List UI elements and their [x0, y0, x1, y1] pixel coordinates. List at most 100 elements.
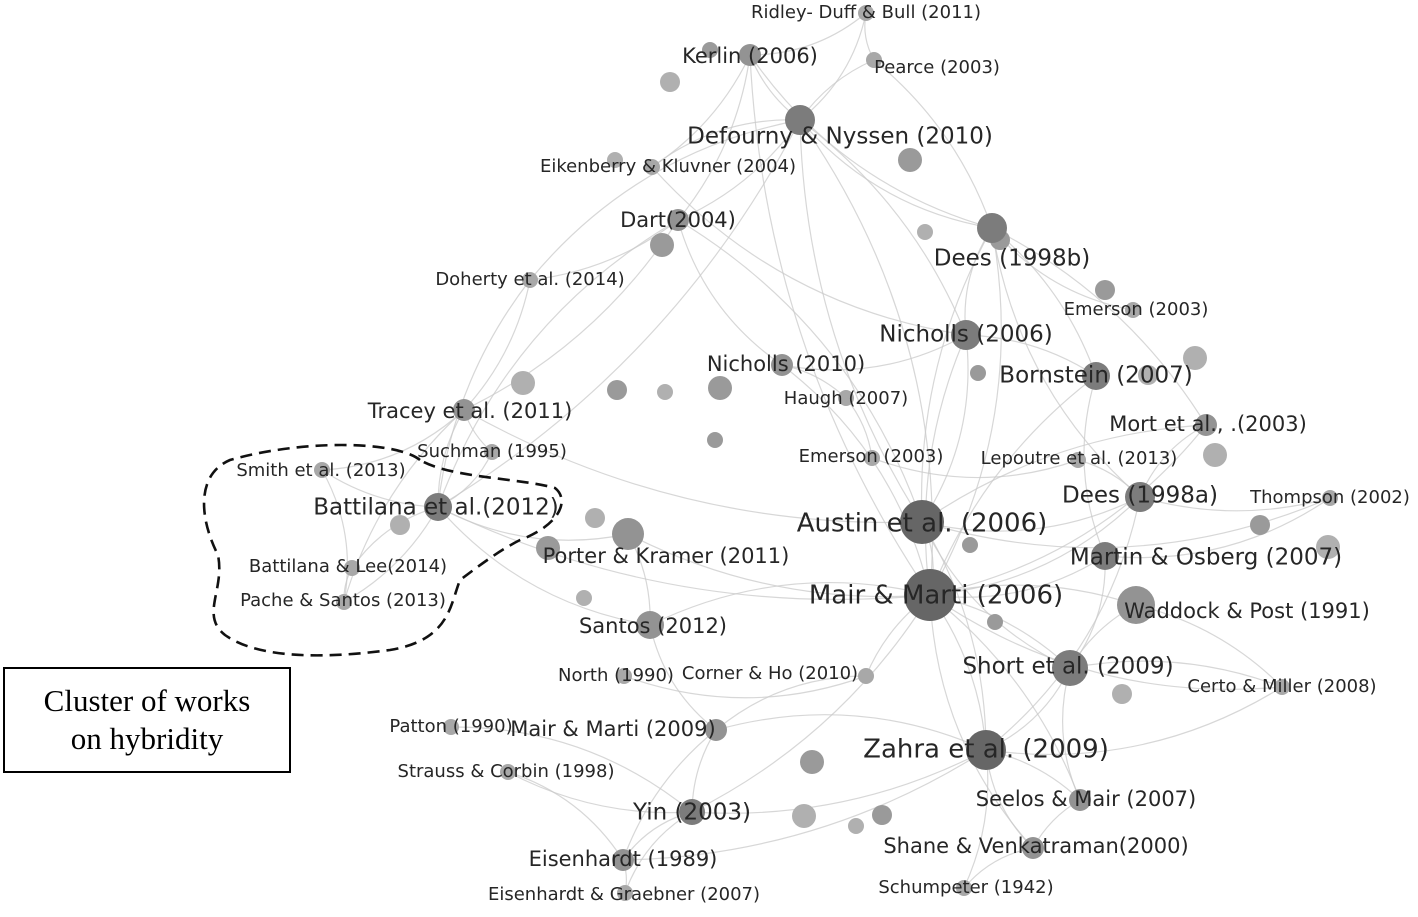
node-doherty[interactable] — [522, 272, 538, 288]
node-eisenhardt89[interactable] — [612, 849, 634, 871]
unlabeled-node — [962, 537, 978, 553]
node-short[interactable] — [1052, 650, 1088, 686]
node-yin[interactable] — [679, 799, 705, 825]
node-tracey[interactable] — [453, 399, 475, 421]
node-santos[interactable] — [636, 611, 664, 639]
unlabeled-node — [536, 536, 560, 560]
edge-mair06-battilana12 — [437, 506, 931, 601]
unlabeled-node — [576, 590, 592, 606]
unlabeled-node — [872, 805, 892, 825]
edge-defourny-dees98b — [799, 119, 993, 229]
node-schumpeter[interactable] — [956, 880, 972, 896]
node-north[interactable] — [616, 668, 632, 684]
node-dees98a[interactable] — [1125, 482, 1155, 512]
unlabeled-node — [1183, 346, 1207, 370]
node-pearce[interactable] — [866, 52, 882, 68]
node-nicholls10[interactable] — [771, 354, 793, 376]
edge-zahra-dees98a — [985, 496, 1141, 751]
hybridity-cluster-outline — [202, 443, 563, 657]
node-shane[interactable] — [1022, 837, 1044, 859]
edge-doherty-tracey — [463, 279, 531, 411]
edge-eisenhardt89-mair09 — [622, 729, 717, 861]
node-nicholls06[interactable] — [951, 320, 981, 350]
unlabeled-node — [848, 818, 864, 834]
unlabeled-node — [898, 148, 922, 172]
node-battilanalee[interactable] — [344, 560, 360, 576]
node-eisenhardtgraebner[interactable] — [617, 885, 633, 901]
node-label-ridley: Ridley- Duff & Bull (2011) — [751, 2, 981, 23]
node-thompson[interactable] — [1322, 490, 1338, 506]
edge-mair06-certo — [929, 594, 1283, 690]
edge-thompson-dees98a — [1139, 496, 1331, 512]
unlabeled-node — [1316, 535, 1340, 559]
node-smith[interactable] — [314, 462, 330, 478]
node-patton[interactable] — [443, 719, 459, 735]
node-seelos[interactable] — [1069, 789, 1091, 811]
node-label-nicholls10: Nicholls (2010) — [707, 352, 865, 376]
unlabeled-node — [1203, 443, 1227, 467]
node-label-mair09: Mair & Marti (2009) — [510, 717, 715, 741]
unlabeled-node — [390, 515, 410, 535]
node-mair09[interactable] — [705, 719, 727, 741]
node-waddock[interactable] — [1117, 586, 1155, 624]
node-label-lepoutre: Lepoutre et al. (2013) — [981, 448, 1178, 469]
node-mort[interactable] — [1195, 414, 1217, 436]
node-haugh[interactable] — [838, 390, 854, 406]
node-strauss[interactable] — [500, 764, 516, 780]
node-dees98b[interactable] — [977, 213, 1007, 243]
edge-pearce-dees98b — [873, 59, 993, 229]
node-mair06[interactable] — [904, 569, 956, 621]
unlabeled-node — [707, 432, 723, 448]
node-pache[interactable] — [336, 594, 352, 610]
edge-waddock-certo — [1135, 604, 1283, 688]
node-kerlin[interactable] — [739, 44, 761, 66]
node-emerson03b[interactable] — [864, 450, 880, 466]
node-suchman[interactable] — [484, 444, 500, 460]
edge-austin-defourny — [799, 119, 923, 523]
edge-battilana12-porter — [437, 506, 629, 541]
node-corner[interactable] — [858, 668, 874, 684]
node-label-pache: Pache & Santos (2013) — [240, 590, 446, 611]
node-battilana12[interactable] — [424, 493, 452, 521]
node-martin[interactable] — [1091, 542, 1119, 570]
node-label-smith: Smith et al. (2013) — [236, 460, 405, 481]
legend-line-1: Cluster of works — [43, 683, 251, 718]
edge-austin-dees98a — [921, 496, 1141, 532]
edge-yin-patton — [450, 726, 693, 813]
node-label-shane: Shane & Venkatraman(2000) — [883, 834, 1188, 858]
edge-corner-mair09 — [715, 675, 867, 731]
node-label-dees98b: Dees (1998b) — [934, 246, 1090, 272]
edge-dart-tracey — [463, 219, 679, 411]
node-label-zahra: Zahra et al. (2009) — [863, 735, 1109, 765]
unlabeled-node — [1095, 280, 1115, 300]
node-ridley[interactable] — [858, 5, 874, 21]
edge-eikenberry-nicholls06 — [651, 166, 967, 336]
edge-zahra-mair09 — [715, 714, 987, 751]
node-label-nicholls06: Nicholls (2006) — [879, 322, 1052, 348]
unlabeled-node — [511, 371, 535, 395]
unlabeled-node — [1250, 515, 1270, 535]
node-dart[interactable] — [667, 209, 689, 231]
node-eikenberry[interactable] — [644, 159, 660, 175]
node-label-suchman: Suchman (1995) — [417, 441, 567, 462]
edge-layer — [321, 12, 1331, 894]
unlabeled-node — [607, 380, 627, 400]
edge-zahra-certo — [985, 686, 1283, 756]
node-bornstein[interactable] — [1082, 362, 1110, 390]
unlabeled-node — [650, 233, 674, 257]
edge-dart-battilana12 — [437, 219, 679, 508]
node-austin[interactable] — [900, 500, 944, 544]
node-zahra[interactable] — [966, 730, 1006, 770]
node-porter[interactable] — [612, 518, 644, 550]
unlabeled-node — [607, 152, 623, 168]
node-lepoutre[interactable] — [1070, 452, 1086, 468]
node-label-mort: Mort et al., .(2003) — [1109, 412, 1307, 436]
unlabeled-node — [657, 384, 673, 400]
node-certo[interactable] — [1274, 679, 1290, 695]
node-defourny[interactable] — [785, 105, 815, 135]
edge-bornstein-martin — [1083, 375, 1106, 557]
node-emerson03a[interactable] — [1125, 302, 1141, 318]
legend-line-2: on hybridity — [70, 721, 224, 756]
node-label-schumpeter: Schumpeter (1942) — [878, 877, 1053, 898]
edge-smith-tracey — [321, 409, 465, 471]
